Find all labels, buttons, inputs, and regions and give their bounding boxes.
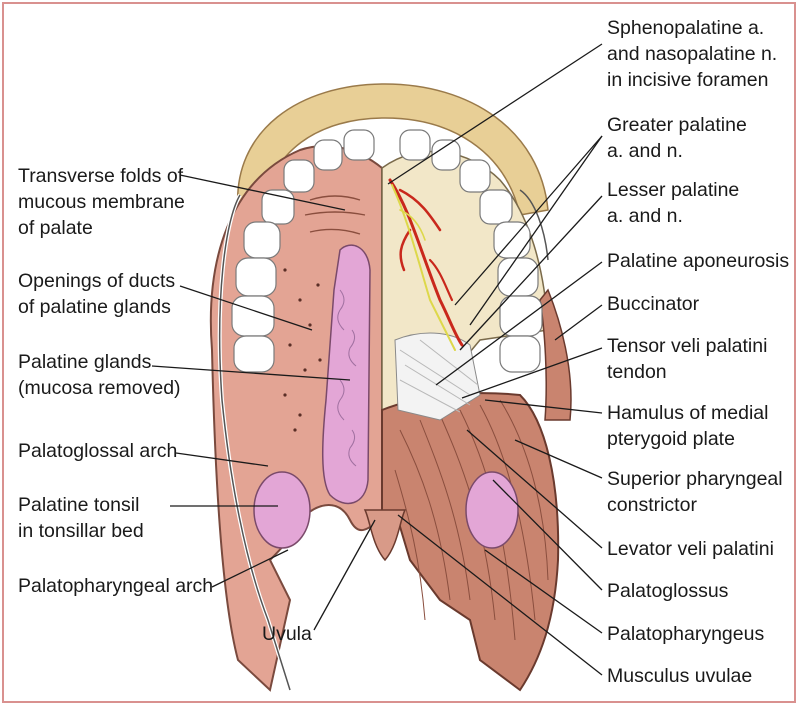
label-tensor-veli-line1: Tensor veli palatini (607, 335, 767, 357)
label-palatine-glands-line1: Palatine glands (18, 351, 152, 373)
labels-left: Transverse folds of mucous membrane of p… (18, 165, 312, 645)
label-lesser-palatine-line1: Lesser palatine (607, 179, 739, 201)
label-levator-veli-palatini: Levator veli palatini (607, 538, 774, 560)
palatine-tonsil-left (253, 471, 311, 549)
gland-texture (337, 289, 357, 467)
label-palatine-tonsil-line1: Palatine tonsil (18, 494, 139, 516)
transverse-folds (304, 195, 366, 235)
gingiva-arch (236, 83, 549, 216)
label-transverse-folds-line1: Transverse folds of (18, 165, 184, 187)
label-hamulus-line1: Hamulus of medial (607, 402, 768, 424)
duct-openings-dots (283, 268, 322, 432)
label-hamulus-line2: pterygoid plate (607, 428, 735, 450)
cheek-line-right (519, 189, 549, 261)
label-superior-constrictor-line1: Superior pharyngeal (607, 468, 783, 490)
label-duct-openings-line2: of palatine glands (18, 296, 171, 318)
label-tensor-veli-line2: tendon (607, 361, 667, 383)
label-palatopharyngeus: Palatopharyngeus (607, 623, 764, 645)
teeth-left (231, 129, 375, 373)
label-duct-openings-line1: Openings of ducts (18, 270, 175, 292)
label-palatopharyngeal-arch: Palatopharyngeal arch (18, 575, 213, 597)
vessels (388, 178, 464, 351)
label-sphenopalatine-line2: and nasopalatine n. (607, 43, 777, 65)
palatine-tonsil-right (465, 471, 519, 549)
label-buccinator: Buccinator (607, 293, 700, 315)
label-musculus-uvulae: Musculus uvulae (607, 665, 752, 687)
palatine-glands (322, 244, 371, 505)
palate-right-muscle (381, 392, 560, 692)
buccinator-muscle (539, 288, 572, 421)
label-lesser-palatine-line2: a. and n. (607, 205, 683, 227)
label-uvula: Uvula (262, 623, 312, 645)
label-palatine-glands-line2: (mucosa removed) (18, 377, 181, 399)
label-greater-palatine-line2: a. and n. (607, 140, 683, 162)
label-palatine-tonsil-line2: in tonsillar bed (18, 520, 144, 542)
uvula-shape (363, 509, 407, 562)
label-palatoglossal-arch: Palatoglossal arch (18, 440, 177, 462)
label-greater-palatine-line1: Greater palatine (607, 114, 747, 136)
labels-right: Sphenopalatine a. and nasopalatine n. in… (607, 17, 789, 687)
label-transverse-folds-line2: mucous membrane (18, 191, 185, 213)
label-sphenopalatine-line1: Sphenopalatine a. (607, 17, 764, 39)
aponeurosis-fibers (399, 339, 479, 413)
label-transverse-folds-line3: of palate (18, 217, 93, 239)
cheek-line-left-outline (218, 194, 291, 691)
label-sphenopalatine-line3: in incisive foramen (607, 69, 768, 91)
label-palatoglossus: Palatoglossus (607, 580, 729, 602)
leader-lines (151, 43, 603, 676)
label-superior-constrictor-line2: constrictor (607, 494, 697, 516)
label-palatine-aponeurosis: Palatine aponeurosis (607, 250, 789, 272)
